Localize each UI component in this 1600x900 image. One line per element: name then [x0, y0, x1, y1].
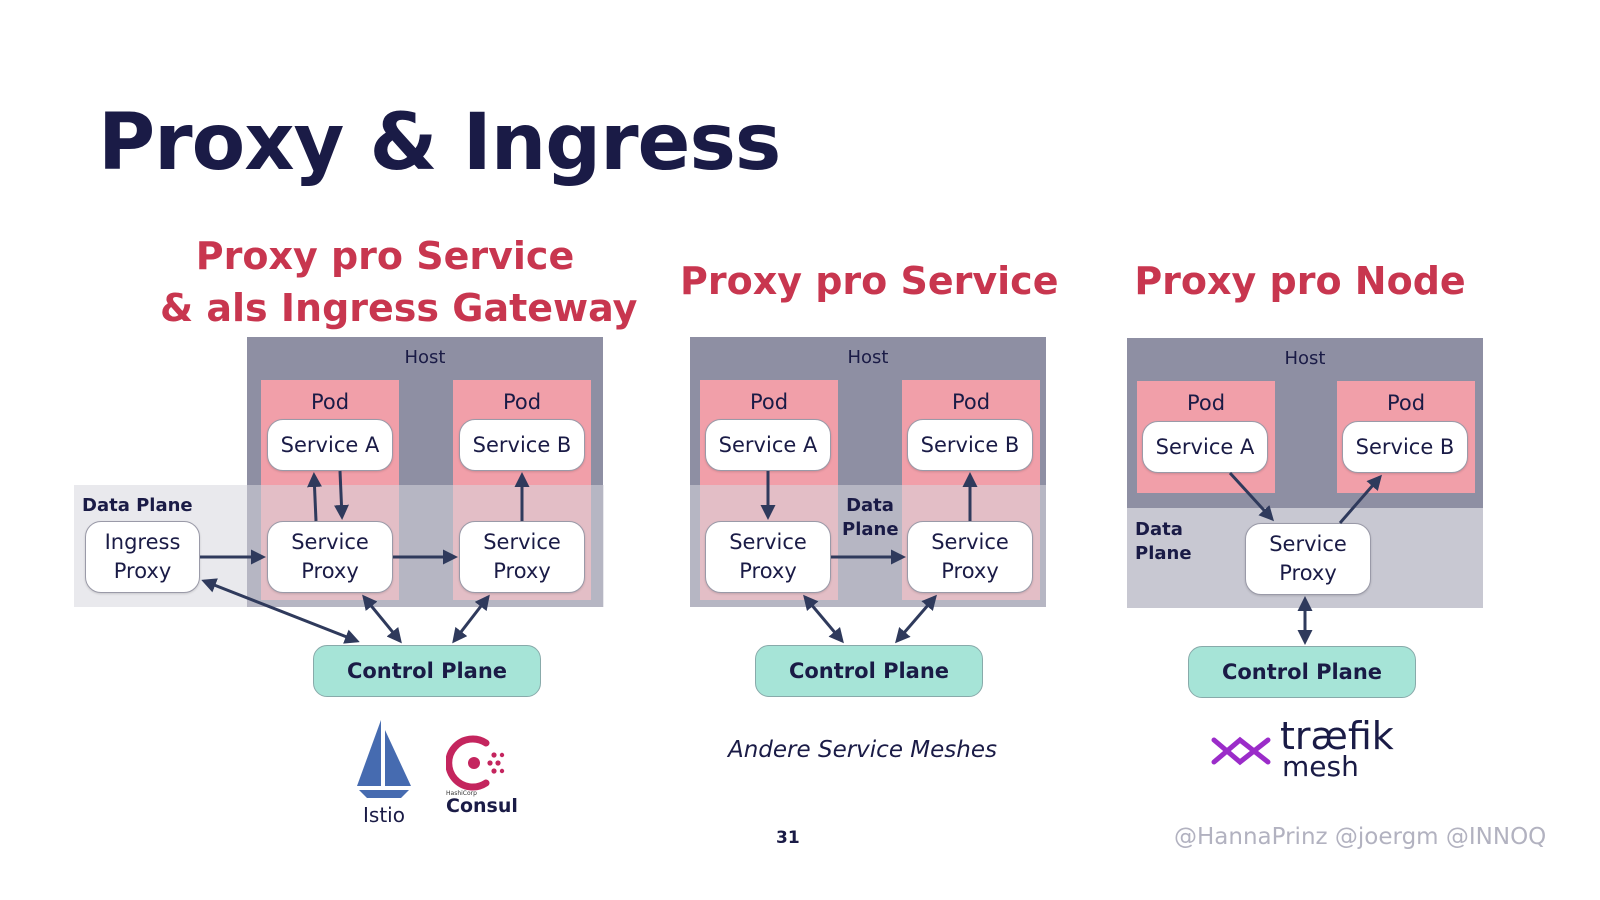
traefik-logo-label: træfik: [1280, 714, 1394, 758]
col1-data-plane-label: Data Plane: [82, 495, 193, 516]
col1-proxy-b-l1: Service: [483, 530, 561, 554]
col1-host-label: Host: [404, 347, 446, 368]
col3-pod-a-label: Pod: [1186, 391, 1226, 415]
istio-logo-icon: [357, 720, 411, 798]
page-number: 31: [776, 828, 800, 848]
slide-title: Proxy & Ingress: [98, 98, 781, 188]
author-handles: @HannaPrinz @joergm @INNOQ: [1174, 824, 1547, 850]
col1-title: Proxy pro Service & als Ingress Gateway: [160, 230, 638, 334]
col3-service-b: Service B: [1342, 421, 1468, 473]
col2-control-plane: Control Plane: [755, 645, 983, 697]
col1-ingress-proxy-l1: Ingress: [104, 530, 181, 554]
col2-title: Proxy pro Service: [680, 259, 1059, 303]
col1-proxy-a-l1: Service: [291, 530, 369, 554]
col1-title-line1: Proxy pro Service: [195, 234, 575, 278]
col3-control-plane: Control Plane: [1188, 646, 1416, 698]
col1-title-line2: & als Ingress Gateway: [160, 286, 638, 330]
col3-data-plane-l1: Data: [1135, 519, 1183, 540]
col3-data-plane-l2: Plane: [1135, 543, 1192, 564]
traefik-mesh-logo-icon: [1211, 736, 1271, 766]
col2-host-label: Host: [847, 347, 889, 368]
col1-proxy-a-l2: Proxy: [301, 559, 359, 583]
col3-title: Proxy pro Node: [1134, 259, 1466, 303]
col3-host-label: Host: [1284, 348, 1326, 369]
col1-pod-a-label: Pod: [310, 390, 350, 414]
col2-caption: Andere Service Meshes: [728, 737, 997, 763]
col1-service-b: Service B: [459, 419, 585, 471]
col3-data-plane-label: Data Plane: [1135, 518, 1192, 566]
istio-logo-label: Istio: [363, 803, 405, 827]
mesh-logo-label: mesh: [1282, 750, 1359, 783]
col2-data-plane-l1: Data: [846, 495, 894, 516]
col1-pod-b-label: Pod: [502, 390, 542, 414]
col1-proxy-b-l2: Proxy: [493, 559, 551, 583]
col1-ingress-proxy-l2: Proxy: [113, 559, 172, 583]
consul-logo-label: Consul: [446, 795, 518, 817]
col1-control-plane: Control Plane: [313, 645, 541, 697]
consul-small-label: HashiCorp: [446, 790, 477, 797]
col2-pod-a-label: Pod: [749, 390, 789, 414]
col2-proxy-a-l2: Proxy: [739, 559, 797, 583]
col2-proxy-b-l1: Service: [931, 530, 1009, 554]
col2-service-b: Service B: [907, 419, 1033, 471]
col2-service-a: Service A: [705, 419, 831, 471]
col2-data-plane-label: Data Plane: [842, 494, 899, 542]
col1-service-a: Service A: [267, 419, 393, 471]
col2-proxy-b-l2: Proxy: [941, 559, 999, 583]
col2-pod-b-label: Pod: [951, 390, 991, 414]
col3-proxy-l1: Service: [1269, 532, 1347, 556]
col2-proxy-a-l1: Service: [729, 530, 807, 554]
col3-proxy-l2: Proxy: [1279, 561, 1337, 585]
col3-pod-b-label: Pod: [1386, 391, 1426, 415]
col2-data-plane-l2: Plane: [842, 519, 899, 540]
consul-logo-icon: [446, 735, 505, 791]
col3-service-a: Service A: [1142, 421, 1268, 473]
